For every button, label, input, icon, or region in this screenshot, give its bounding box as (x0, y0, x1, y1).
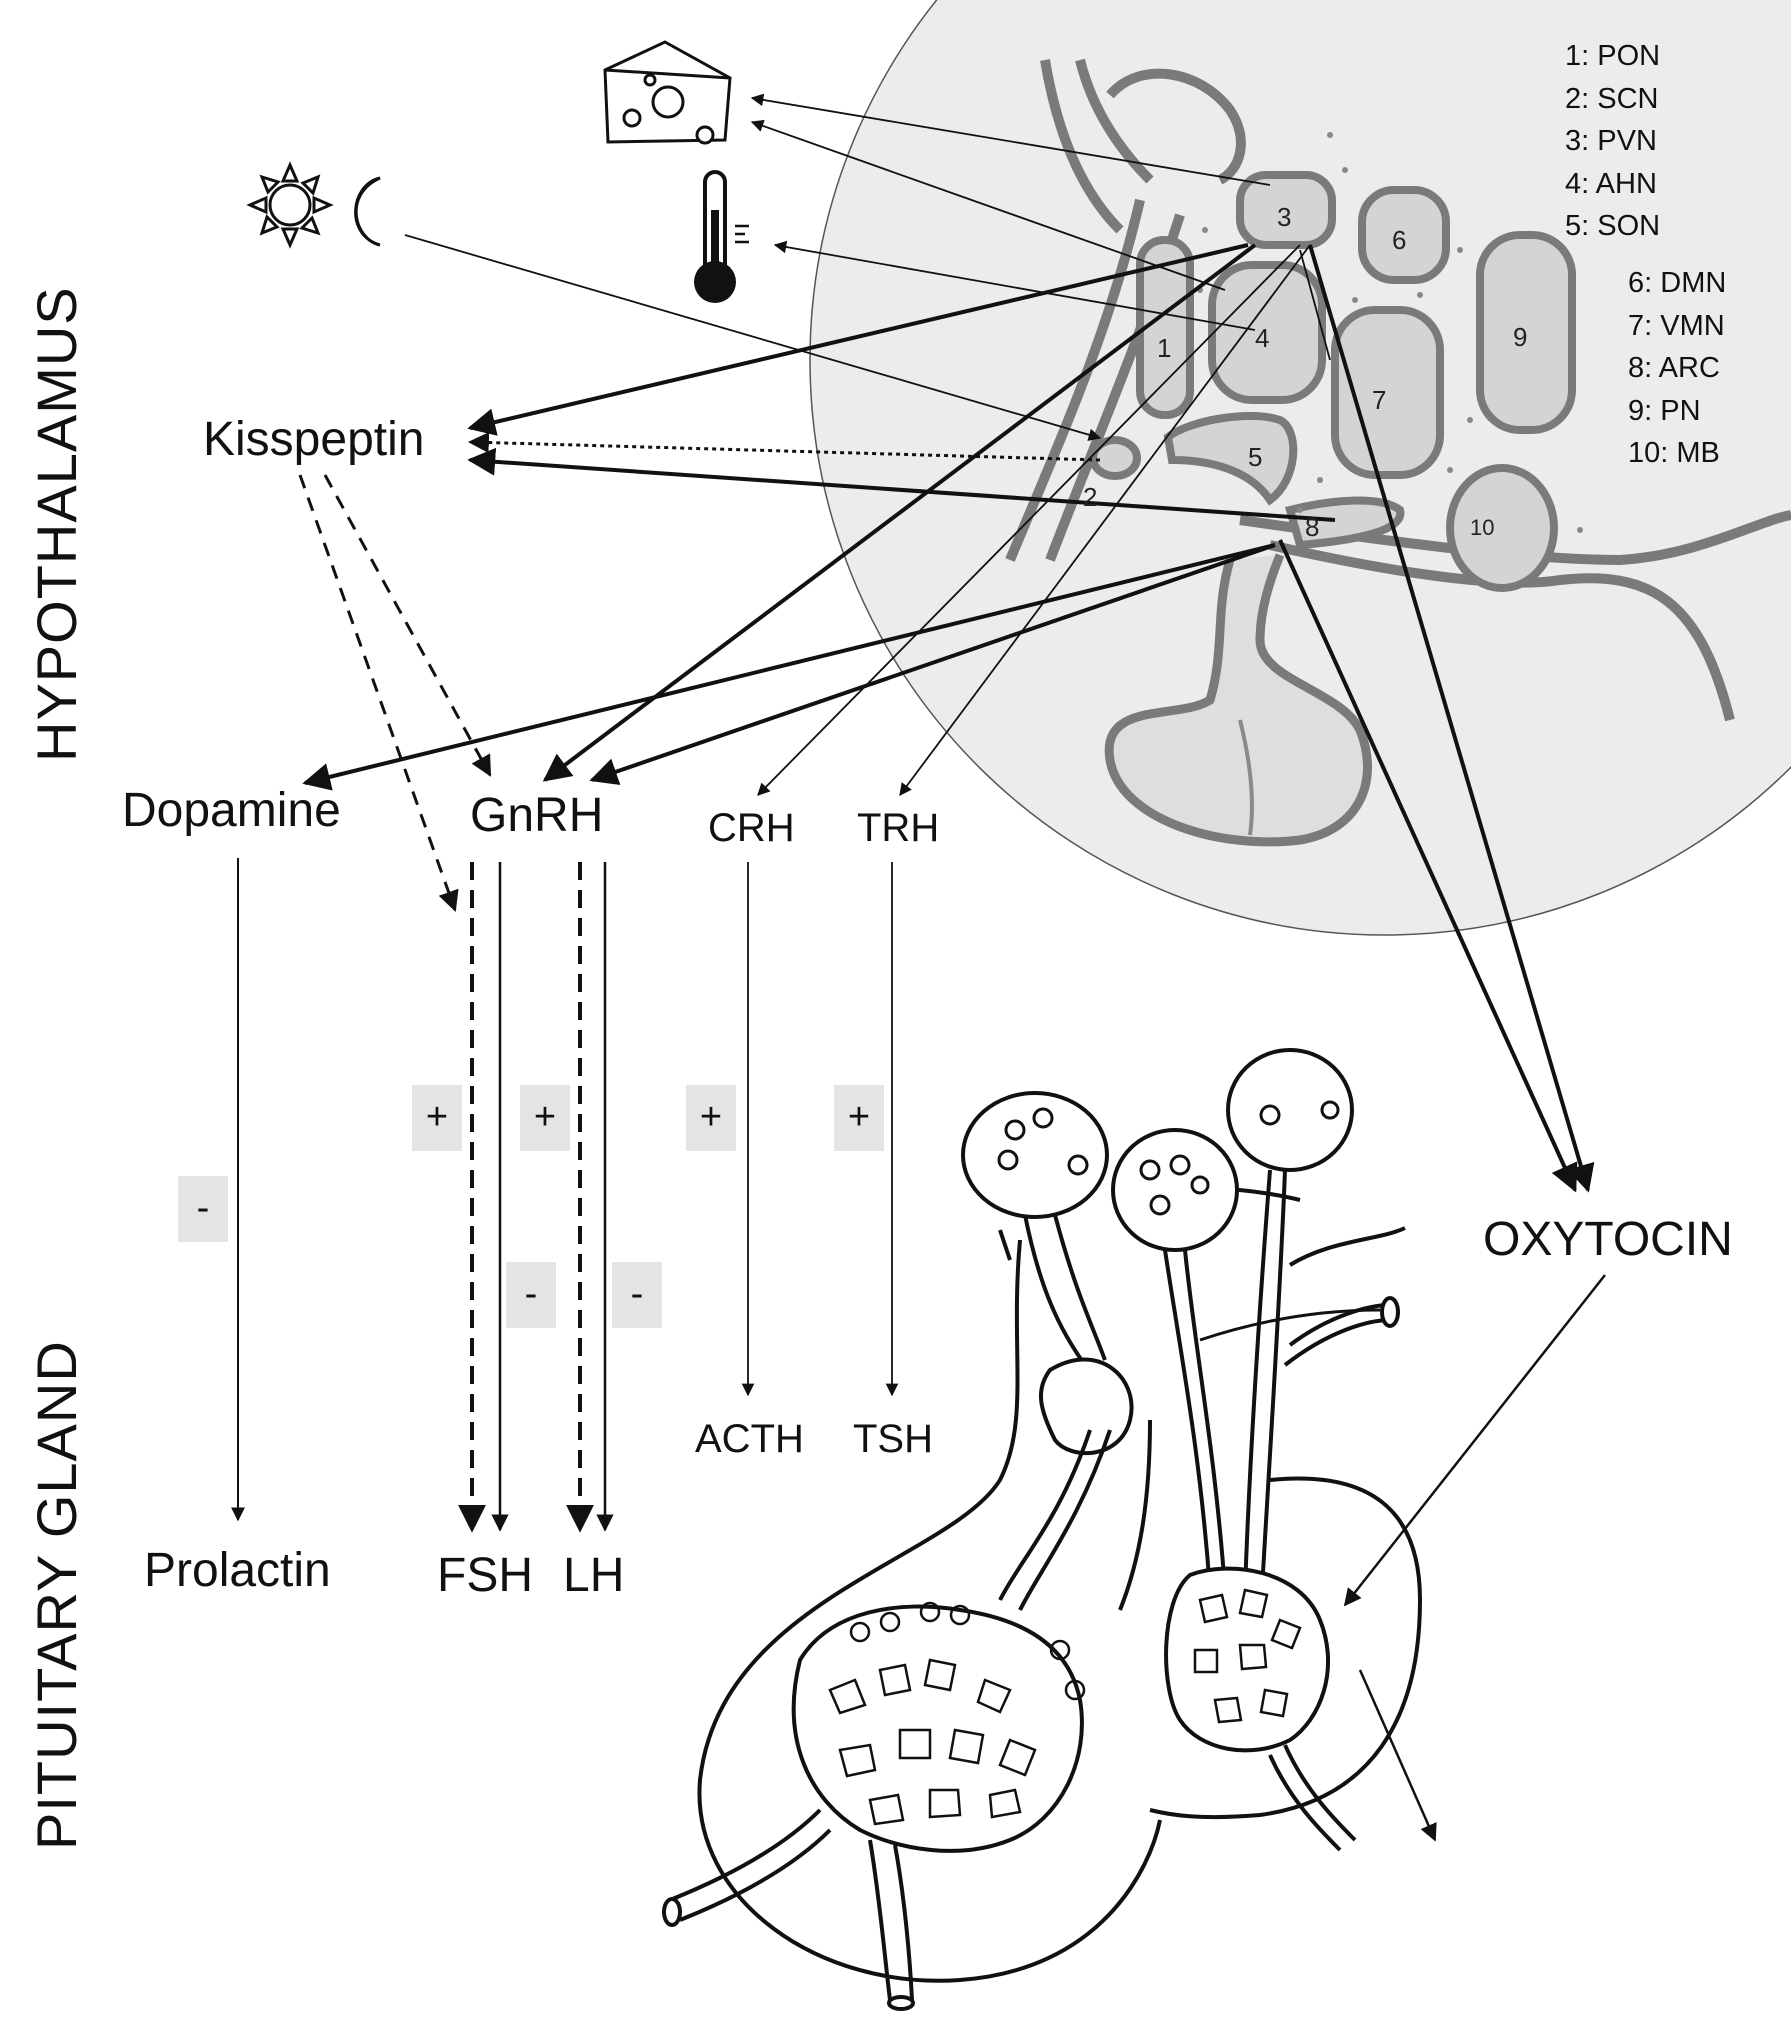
sign-gnrh-fsh-minus: - (506, 1262, 556, 1328)
legend-entry-son: 5: SON (1565, 210, 1661, 242)
sign-gnrh-fsh-plus: + (412, 1085, 462, 1151)
fsh-label: FSH (437, 1549, 533, 1602)
trh-label: TRH (857, 806, 940, 850)
lh-label: LH (563, 1549, 625, 1602)
legend-entry-scn: 2: SCN (1565, 82, 1659, 115)
sun-moon-icon (246, 161, 381, 249)
nucleus-number-5: 5 (1248, 442, 1263, 472)
hypothalamus-region (809, 0, 1791, 936)
legend-entry-dmn: 6: DMN (1628, 267, 1727, 299)
release-arrows (231, 858, 1606, 1842)
legend-entry-arc: 8: ARC (1628, 352, 1720, 384)
legend-entry-ahn: 4: AHN (1565, 167, 1657, 200)
nucleus-number-6: 6 (1392, 225, 1407, 255)
cheese-icon (603, 40, 732, 145)
crh-label: CRH (708, 806, 795, 850)
nucleus-number-3: 3 (1277, 202, 1292, 232)
oxytocin-label: OXYTOCIN (1483, 1213, 1733, 1266)
nucleus-number-9: 9 (1513, 322, 1528, 352)
nucleus-number-2: 2 (1083, 482, 1098, 512)
sign-dopamine-prolactin: - (178, 1176, 228, 1242)
dopamine-label: Dopamine (122, 784, 341, 837)
nucleus-number-8: 8 (1305, 512, 1320, 542)
sign-trh-tsh: + (834, 1085, 884, 1151)
efferent-arrows (302, 243, 1595, 1193)
legend-entry-pn: 9: PN (1628, 394, 1701, 427)
sign-gnrh-lh-minus: - (612, 1262, 662, 1328)
legend-entry-pon: 1: PON (1565, 40, 1661, 72)
prolactin-label: Prolactin (144, 1544, 331, 1597)
legend-entry-mb: 10: MB (1628, 437, 1720, 469)
input-arrows (404, 93, 1331, 797)
kisspeptin-label: Kisspeptin (203, 413, 425, 466)
nucleus-number-4: 4 (1255, 323, 1270, 353)
nucleus-number-10: 10 (1470, 515, 1495, 540)
tsh-label: TSH (853, 1417, 933, 1461)
nucleus-number-1: 1 (1157, 333, 1172, 363)
sign-crh-acth: + (686, 1085, 736, 1151)
thermometer-icon (694, 170, 749, 303)
gnrh-label: GnRH (470, 789, 604, 842)
sign-gnrh-lh-plus: + (520, 1085, 570, 1151)
pituitary-gland-label: PITUITARY GLAND (25, 1340, 88, 1850)
hypothalamus-label: HYPOTHALAMUS (25, 286, 88, 762)
nucleus-number-7: 7 (1372, 385, 1387, 415)
legend-entry-vmn: 7: VMN (1628, 309, 1725, 342)
pituitary-gland (662, 1048, 1423, 2011)
nucleus-legend-b: 6: DMN 7: VMN 8: ARC 9: PN 10: MB (1628, 262, 1726, 475)
acth-label: ACTH (695, 1417, 804, 1461)
nucleus-legend-a: 1: PON 2: SCN 3: PVN 4: AHN 5: SON (1565, 35, 1660, 248)
legend-entry-pvn: 3: PVN (1565, 125, 1657, 157)
kisspeptin-arrows (298, 474, 492, 912)
